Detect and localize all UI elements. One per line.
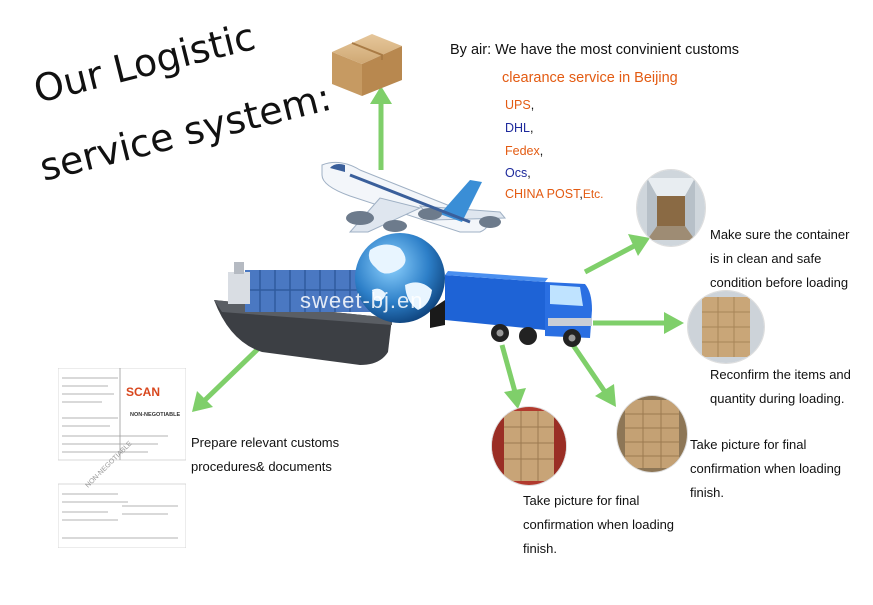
final-photo-right-text: Take picture for final confirmation when… xyxy=(690,437,842,500)
final-loading-photo-right xyxy=(617,396,687,472)
carrier-ups: UPS, xyxy=(505,98,535,112)
arrow-to-photo-right xyxy=(570,343,616,407)
final-photo-bottom-text: Take picture for final confirmation when… xyxy=(523,493,675,556)
carrier-fedex: Fedex, xyxy=(505,144,544,158)
non-negotiable-header: NON-NEGOTIABLE xyxy=(130,412,180,418)
carrier-ocs: Ocs, xyxy=(505,166,531,180)
final-loading-photo-bottom xyxy=(492,407,566,485)
truck-icon xyxy=(430,271,592,347)
arrow-to-reconfirm xyxy=(593,312,684,334)
reconfirm-text: Reconfirm the items and quantity during … xyxy=(710,367,851,406)
watermark-text: sweet-bj.en xyxy=(300,288,424,313)
arrow-to-container xyxy=(583,234,650,275)
customs-documents-image: SCAN NON-NEGOTIABLE NON-NEGOTIABLE xyxy=(57,367,187,549)
globe-icon xyxy=(355,233,445,323)
arrow-to-documents xyxy=(192,343,264,412)
airplane-icon xyxy=(321,161,507,233)
cargo-ship-icon xyxy=(214,262,392,365)
scan-brand-logo: SCAN xyxy=(126,385,160,399)
air-service-line1: By air: We have the most convinient cust… xyxy=(450,42,740,58)
carrier-dhl: DHL, xyxy=(505,121,534,135)
cardboard-box-icon xyxy=(332,34,402,96)
carrier-china-post: CHINA POST,Etc. xyxy=(505,187,604,201)
arrow-up-to-box xyxy=(370,86,392,170)
documents-text: Prepare relevant customs procedures& doc… xyxy=(191,435,340,474)
arrow-to-photo-bottom xyxy=(499,344,526,409)
container-check-text: Make sure the container is in clean and … xyxy=(710,227,850,290)
loading-items-photo xyxy=(688,291,764,363)
air-service-line2: clearance service in Beijing xyxy=(502,70,678,86)
container-photo xyxy=(637,170,705,246)
